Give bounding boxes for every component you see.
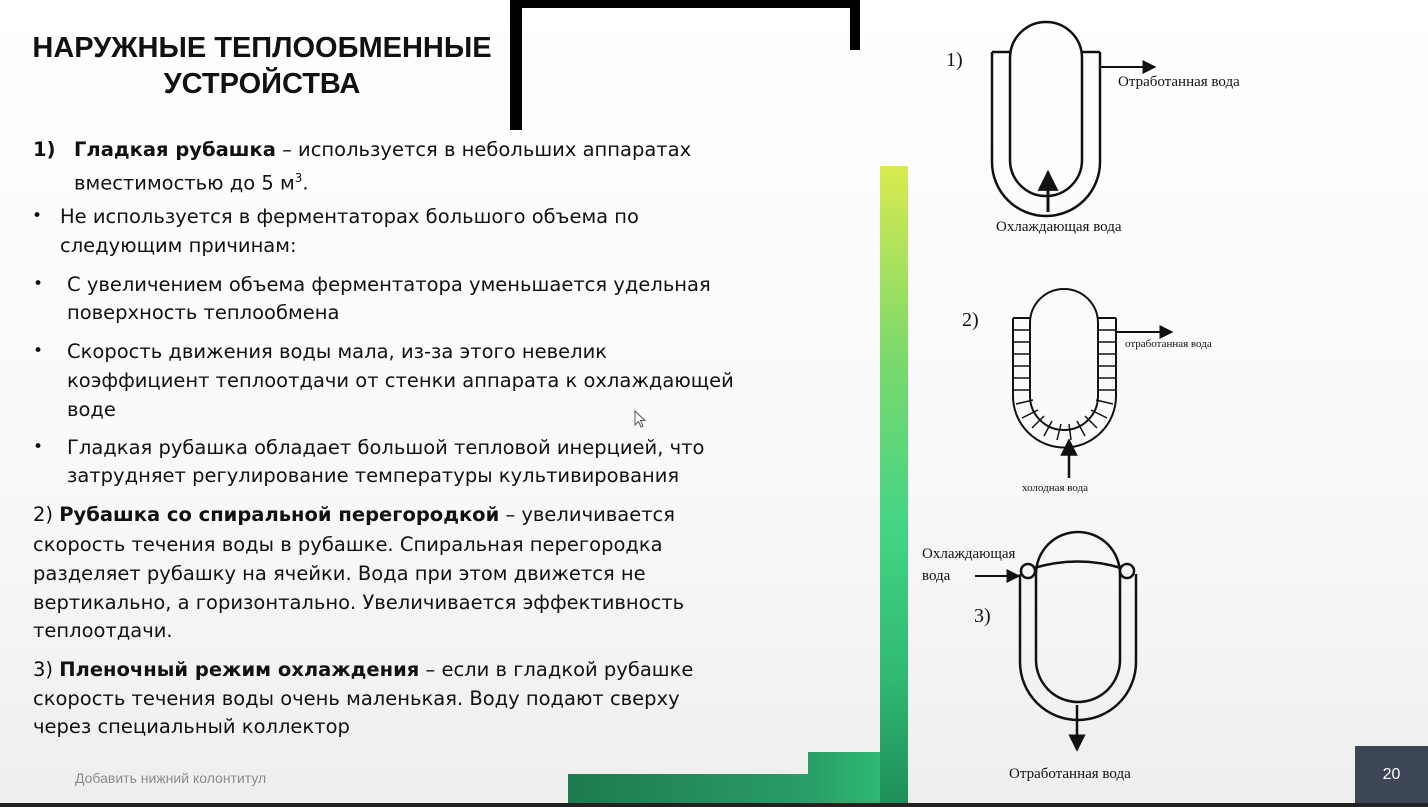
item-2-line-4: вертикально, а горизонтально. Увеличивае… xyxy=(33,591,685,614)
item-1-line-2: вместимостью до 5 м3. xyxy=(74,164,309,198)
bullet-1-line-1: С увеличением объема ферментатора уменьш… xyxy=(67,273,711,296)
item-3-prefix: 3) xyxy=(33,658,60,681)
heat-exchanger-diagrams: 1) Отработанная вода Охлаждающая вода xyxy=(922,20,1240,782)
bullet-glyph: • xyxy=(32,206,43,226)
diagram-1-jacket xyxy=(990,50,1102,218)
bullet-2-line-3: воде xyxy=(67,398,116,421)
item-2-line-2: скорость течения воды в рубашке. Спираль… xyxy=(33,533,663,556)
diagram-3-collector-right xyxy=(1118,562,1136,580)
diagram-2-number: 2) xyxy=(962,309,979,331)
bullet-0-line-2: следующим причинам: xyxy=(60,234,297,257)
decorative-green-bar xyxy=(880,166,908,807)
diagram-3-inlet-label-2: вода xyxy=(922,568,951,584)
diagram-3-vessel xyxy=(1034,530,1122,704)
superscript: 3 xyxy=(294,171,303,185)
decorative-bracket-top xyxy=(510,0,860,8)
bullet-glyph: • xyxy=(33,437,44,457)
diagram-2-inlet-label: холодная вода xyxy=(1022,482,1088,494)
bullet-2-line-2: коэффициент теплоотдачи от стенки аппара… xyxy=(67,369,734,392)
page-number: 20 xyxy=(1382,766,1401,783)
diagram-2-spiral-jacket xyxy=(1012,288,1174,478)
diagram-1-smooth-jacket xyxy=(990,20,1157,218)
diagram-3-number: 3) xyxy=(974,605,991,627)
decorative-bracket-right xyxy=(850,0,860,50)
item-1-line-1: Гладкая рубашка – используется в небольш… xyxy=(74,135,691,164)
diagram-3-outlet-label: Отработанная вода xyxy=(1009,766,1131,782)
diagram-1-number: 1) xyxy=(946,49,963,71)
item-2-line-1: 2) Рубашка со спиральной перегородкой – … xyxy=(33,500,675,529)
item-2-line-3: разделяет рубашку на ячейки. Вода при эт… xyxy=(33,562,646,585)
bullet-glyph: • xyxy=(33,274,44,294)
diagram-3-collector-line xyxy=(1033,560,1122,570)
diagram-1-vessel xyxy=(1008,20,1084,198)
diagram-2-jacket xyxy=(1012,317,1117,449)
item-3-rest: – если в гладкой рубашке xyxy=(419,658,694,681)
diagram-2-outlet-label: отработанная вода xyxy=(1125,338,1212,350)
diagram-1-inlet-label: Охлаждающая вода xyxy=(996,219,1122,235)
diagram-3-inlet-label-1: Охлаждающая xyxy=(922,546,1016,562)
bullet-2-line-1: Скорость движения воды мала, из-за этого… xyxy=(67,340,608,363)
item-2-bold: Рубашка со спиральной перегородкой xyxy=(59,503,500,526)
diagram-1-outlet-label: Отработанная вода xyxy=(1118,74,1240,90)
item-3-bold: Пленочный режим охлаждения xyxy=(59,658,420,681)
item-1-number: 1) xyxy=(33,138,56,161)
decorative-green-step xyxy=(568,774,808,807)
item-1-line-2-end: . xyxy=(302,171,309,195)
diagram-3-jacket xyxy=(1018,574,1138,722)
mouse-cursor-icon xyxy=(634,410,647,428)
item-3-line-2: скорость течения воды очень маленькая. В… xyxy=(33,687,680,710)
bottom-border xyxy=(0,803,1428,807)
item-2-rest: – увеличивается xyxy=(499,503,676,526)
item-2-line-5: теплоотдачи. xyxy=(33,619,173,642)
item-1-rest: – используется в небольших аппаратах xyxy=(275,138,692,161)
decorative-green-step xyxy=(808,752,880,807)
diagram-2-baffles xyxy=(1013,329,1116,441)
item-1-line-2-text: вместимостью до 5 м xyxy=(74,171,295,195)
item-2-prefix: 2) xyxy=(33,503,60,526)
decorative-bracket-left xyxy=(510,0,522,130)
bullet-3-line-1: Гладкая рубашка обладает большой теплово… xyxy=(67,436,705,459)
diagram-3-film-cooling xyxy=(975,530,1138,752)
bullet-0-line-1: Не используется в ферментаторах большого… xyxy=(60,205,639,228)
bullet-3-line-2: затрудняет регулирование температуры кул… xyxy=(67,464,680,487)
diagram-3-collector-left xyxy=(1019,562,1037,580)
item-1-bold: Гладкая рубашка xyxy=(74,138,276,161)
bullet-1-line-2: поверхность теплообмена xyxy=(67,301,340,324)
footer-placeholder[interactable]: Добавить нижний колонтитул xyxy=(75,770,267,786)
slide-title: НАРУЖНЫЕ ТЕПЛООБМЕННЫЕ УСТРОЙСТВА xyxy=(32,32,492,100)
diagram-2-vessel xyxy=(1029,288,1099,431)
item-3-line-3: через специальный коллектор xyxy=(33,715,350,738)
page-number-box xyxy=(1355,746,1428,803)
item-3-line-1: 3) Пленочный режим охлаждения – если в г… xyxy=(33,655,693,684)
bullet-glyph: • xyxy=(33,341,44,361)
